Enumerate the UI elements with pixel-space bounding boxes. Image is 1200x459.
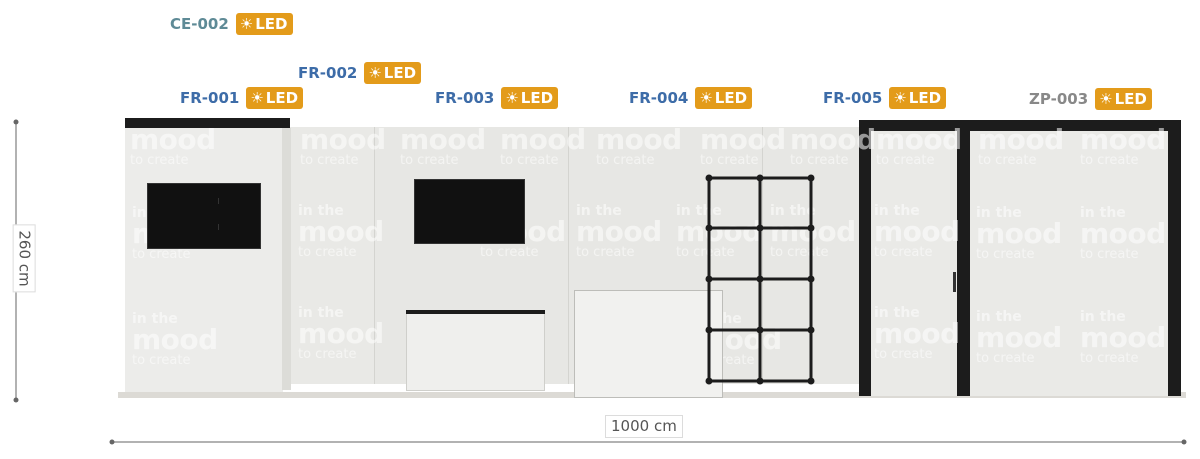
tv-screen-center — [414, 179, 525, 244]
cabin-post-mid — [957, 130, 970, 396]
sun-icon: ☀ — [505, 89, 519, 107]
led-badge: ☀LED — [695, 87, 753, 109]
sun-icon: ☀ — [250, 89, 264, 107]
product-code: FR-002 — [295, 62, 361, 84]
cabin-post-left — [859, 120, 871, 396]
tag-fr-004[interactable]: FR-004 ☀LED — [626, 87, 753, 109]
product-code: FR-004 — [626, 87, 692, 109]
width-dimension-line — [109, 439, 1187, 445]
counter-column-fr-001 — [125, 124, 283, 392]
product-code: CE-002 — [167, 13, 232, 35]
product-code: FR-003 — [432, 87, 498, 109]
tag-fr-002[interactable]: FR-002 ☀LED — [295, 62, 422, 84]
led-badge: ☀LED — [889, 87, 947, 109]
counter-desk-left — [406, 310, 545, 391]
cabin-post-right — [1168, 120, 1181, 396]
cabin-door-handle — [953, 272, 956, 292]
led-badge: ☀LED — [246, 87, 304, 109]
counter-column-side — [282, 128, 291, 390]
tag-fr-005[interactable]: FR-005 ☀LED — [820, 87, 947, 109]
tag-zp-003[interactable]: ZP-003 ☀LED — [1026, 88, 1152, 110]
sun-icon: ☀ — [699, 89, 713, 107]
height-dimension-label: 260 cm — [12, 224, 36, 293]
led-badge: ☀LED — [364, 62, 422, 84]
sun-icon: ☀ — [239, 15, 254, 33]
wall-panel-fr-002 — [283, 127, 375, 384]
led-badge: ☀LED — [1095, 88, 1152, 110]
cabin-top-beam — [859, 120, 1181, 131]
tag-ce-002[interactable]: CE-002 ☀LED — [167, 13, 293, 35]
led-badge: ☀LED — [501, 87, 559, 109]
product-code: ZP-003 — [1026, 88, 1092, 110]
width-dimension-label: 1000 cm — [605, 415, 683, 438]
sun-icon: ☀ — [368, 64, 382, 82]
sun-icon: ☀ — [893, 89, 907, 107]
cube-shelf — [705, 174, 815, 385]
sun-icon: ☀ — [1099, 90, 1113, 108]
tag-fr-001[interactable]: FR-001 ☀LED — [177, 87, 304, 109]
counter-desk-right — [574, 290, 723, 398]
product-code: FR-005 — [820, 87, 886, 109]
product-code: FR-001 — [177, 87, 243, 109]
counter-column-top — [125, 118, 290, 128]
cabin-zp-003 — [860, 122, 1180, 396]
tag-fr-003[interactable]: FR-003 ☀LED — [432, 87, 559, 109]
tv-screen-left — [147, 183, 261, 249]
led-badge: ☀LED — [235, 13, 293, 35]
